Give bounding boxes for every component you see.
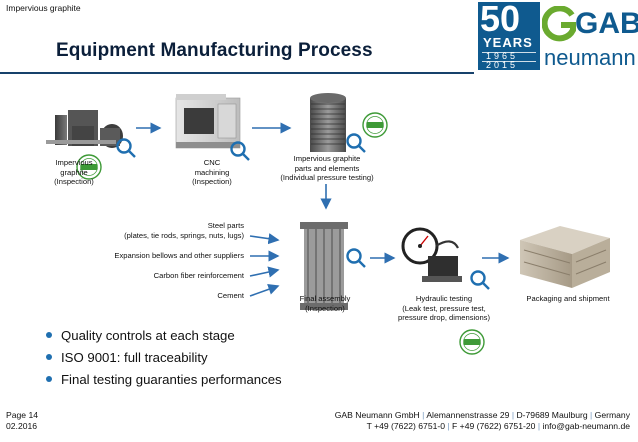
document-section-label: Impervious graphite (6, 3, 81, 13)
wooden-crate-icon (520, 226, 610, 288)
gab-g-icon (542, 6, 576, 42)
step-label-packaging: Packaging and shipment (526, 294, 610, 303)
brand-bottom: neumann (544, 45, 636, 70)
step-label-hydraulic: Hydraulic testing(Leak test, pressure te… (397, 294, 490, 323)
input-label-bellows: Expansion bellows and other suppliers (114, 251, 244, 260)
input-label-steel-parts: Steel parts(plates, tie rods, springs, n… (124, 221, 244, 240)
gab-logo: GAB neumann (542, 4, 638, 72)
years-number: 50 (480, 0, 521, 39)
year-start: 1965 (486, 51, 519, 61)
title-underline (0, 72, 474, 74)
inspection-magnifier-icon (116, 133, 490, 290)
graphite-blocks-icon (46, 110, 123, 148)
anniversary-badge-icon (478, 2, 540, 70)
bullet-item: Quality controls at each stage (46, 328, 235, 343)
page-title: Equipment Manufacturing Process (56, 40, 373, 61)
graphite-block-icon (310, 93, 346, 152)
anniversary-logo: 50 YEARS 1965 2015 (478, 0, 540, 70)
brand-top: GAB (575, 7, 638, 40)
years-word: YEARS (483, 35, 533, 50)
cnc-machine-icon (175, 94, 241, 149)
heat-exchanger-icon (300, 222, 348, 310)
quality-approved-stamp-icon (76, 112, 485, 355)
bullet-dot-icon (46, 354, 52, 360)
company-address: GAB Neumann GmbH | Alemannenstrasse 29 |… (334, 410, 630, 431)
step-label-assembly: Final assembly(Inspection) (299, 294, 351, 313)
year-end: 2015 (486, 60, 519, 70)
flow-arrows (136, 122, 510, 297)
bullet-dot-icon (46, 332, 52, 338)
input-label-carbon-fiber: Carbon fiber reinforcement (153, 271, 244, 280)
bullet-item: ISO 9001: full traceability (46, 350, 208, 365)
bullet-item: Final testing guaranties performances (46, 372, 282, 387)
bullet-dot-icon (46, 376, 52, 382)
pressure-gauge-icon (401, 227, 462, 282)
input-label-cement: Cement (217, 291, 244, 300)
